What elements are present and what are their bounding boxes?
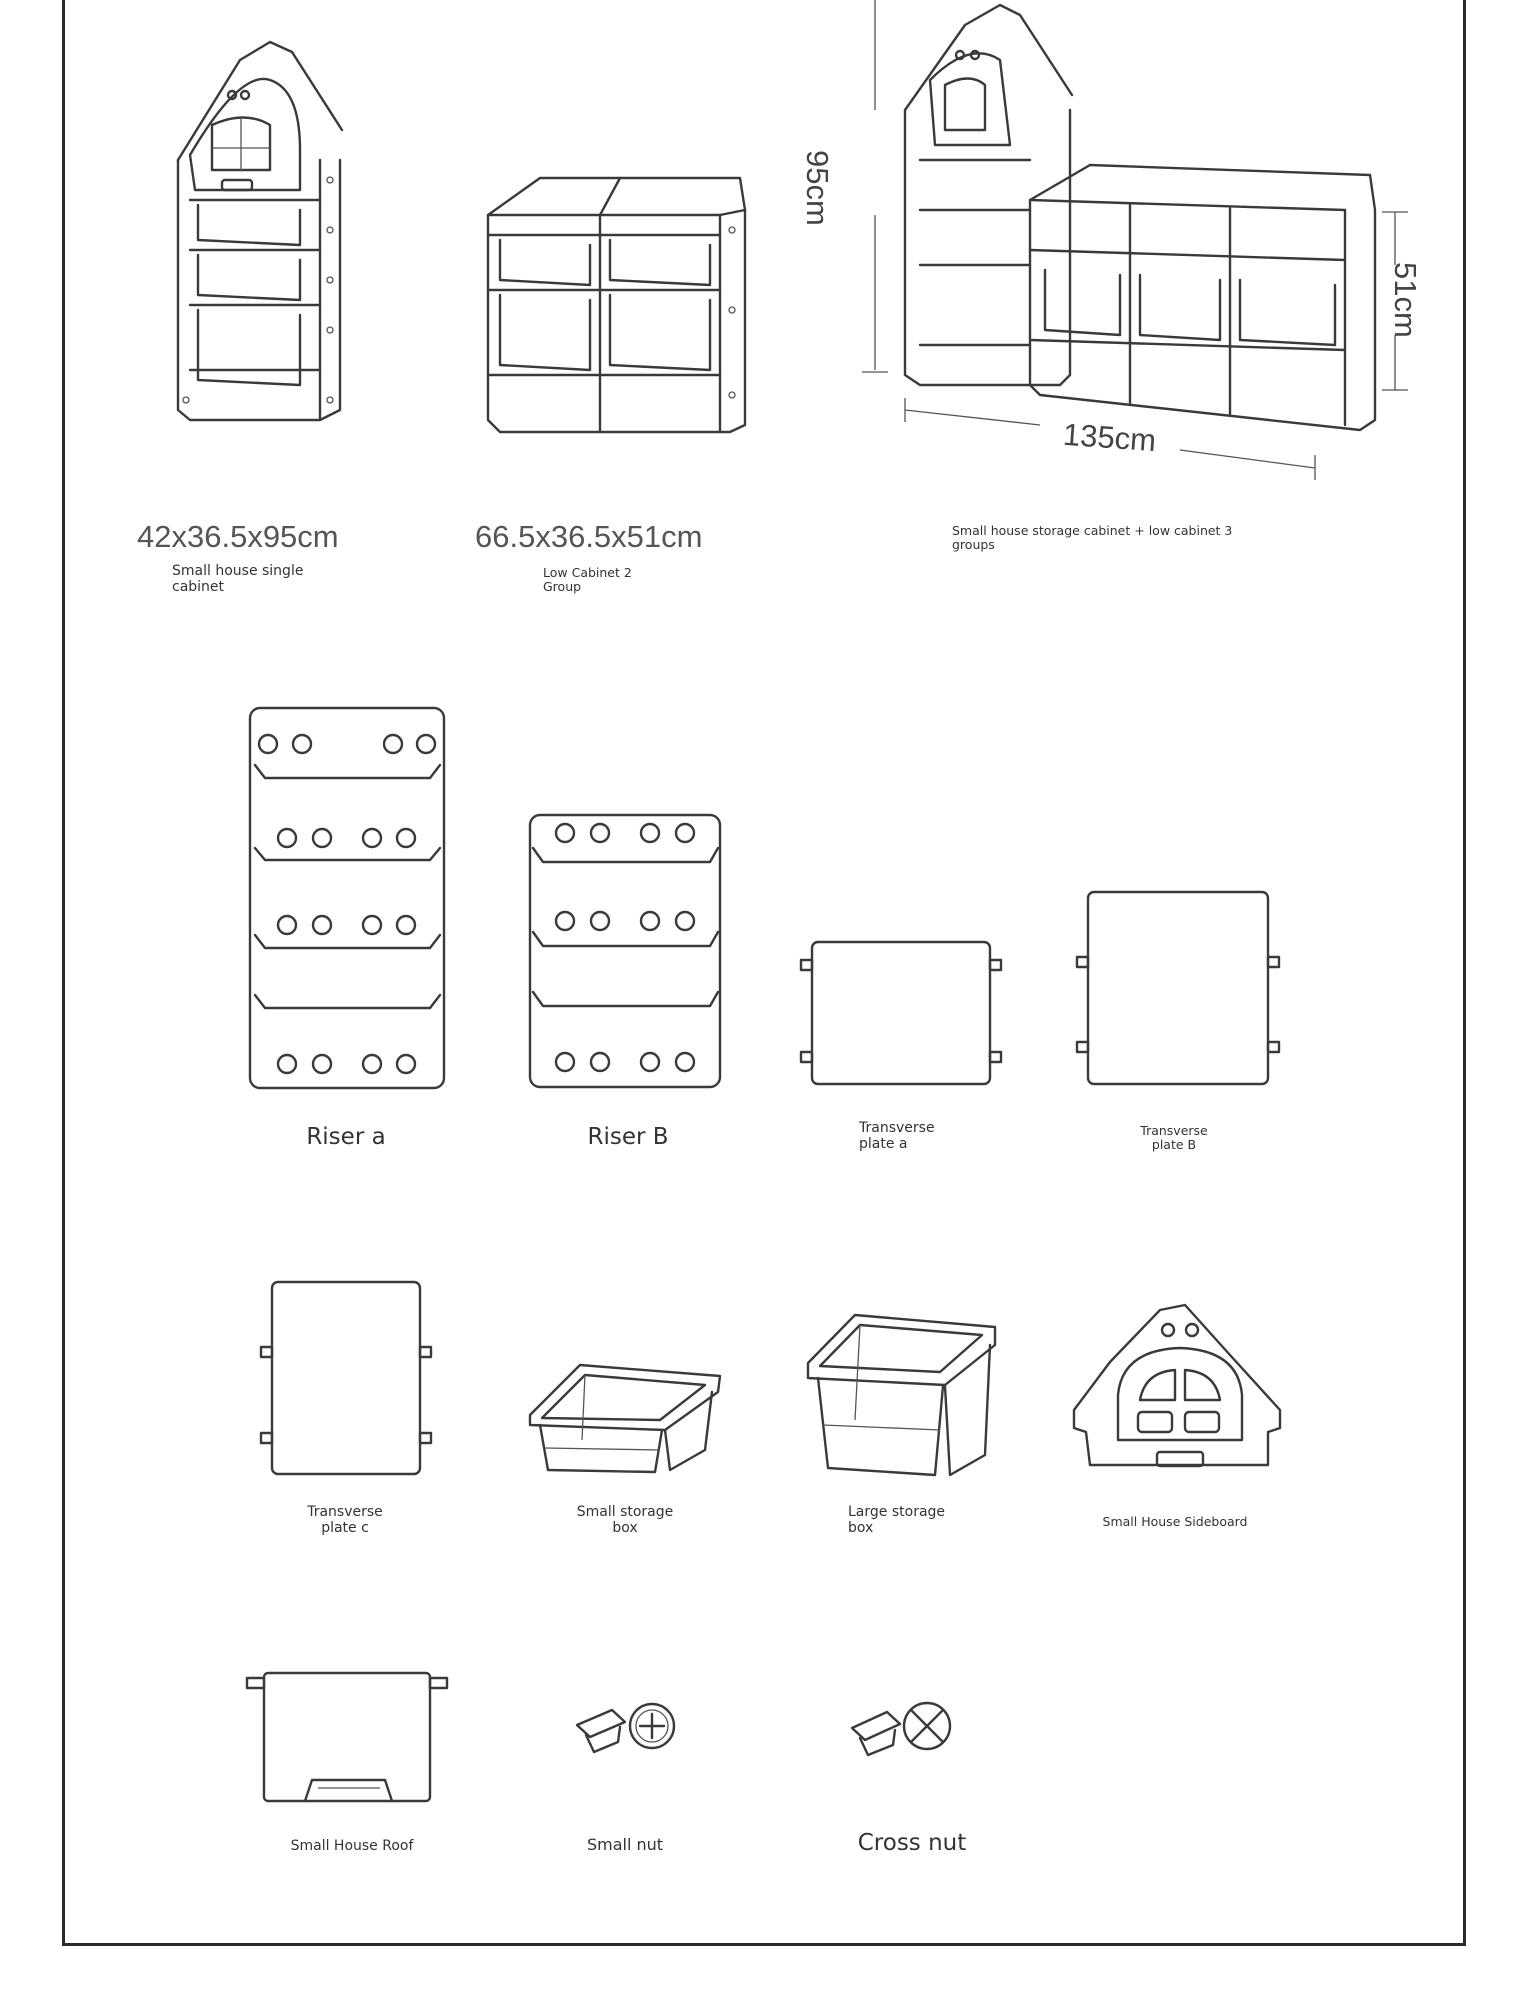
- single-cabinet-illustration: [176, 40, 344, 422]
- part-roof: Small House Roof: [290, 1838, 414, 1854]
- part-cross-nut: Cross nut: [857, 1830, 967, 1856]
- part-small-box: Small storage box: [576, 1504, 674, 1536]
- combo-cabinet-illustration: [862, 0, 1408, 480]
- roof-illustration: [245, 1671, 449, 1803]
- transverse-plate-c-illustration: [259, 1280, 433, 1476]
- transverse-plate-b-illustration: [1075, 890, 1281, 1086]
- riser-b-illustration: [528, 813, 722, 1089]
- riser-a-illustration: [248, 706, 446, 1090]
- part-small-nut: Small nut: [586, 1835, 664, 1854]
- sideboard-illustration: [1072, 1303, 1282, 1468]
- small-nut-illustration: [575, 1702, 676, 1754]
- part-large-box: Large storage box: [848, 1504, 946, 1536]
- config-single-label: Small house single cabinet: [172, 563, 304, 595]
- part-sideboard: Small House Sideboard: [1102, 1514, 1248, 1529]
- config-combo-label: Small house storage cabinet + low cabine…: [952, 523, 1233, 552]
- dimension-height-low: 51cm: [1388, 262, 1423, 338]
- large-storage-box-illustration: [806, 1313, 997, 1477]
- dimension-single: 42x36.5x95cm: [137, 519, 339, 554]
- part-riser-b: Riser B: [587, 1124, 669, 1150]
- dimension-width-total: 135cm: [1061, 416, 1158, 459]
- cross-nut-illustration: [850, 1701, 952, 1757]
- part-riser-a: Riser a: [306, 1124, 386, 1150]
- dimension-height-tall: 95cm: [800, 150, 835, 226]
- config-low2-label: Low Cabinet 2 Group: [543, 565, 632, 594]
- low-cabinet-2-illustration: [486, 176, 747, 434]
- transverse-plate-a-illustration: [799, 940, 1003, 1086]
- part-transverse-c: Transverse plate c: [307, 1504, 383, 1536]
- page-border: [62, 0, 1466, 1946]
- part-transverse-b: Transverse plate B: [1140, 1123, 1208, 1152]
- dimension-low2: 66.5x36.5x51cm: [475, 519, 703, 554]
- part-transverse-a: Transverse plate a: [859, 1120, 935, 1152]
- small-storage-box-illustration: [528, 1363, 722, 1474]
